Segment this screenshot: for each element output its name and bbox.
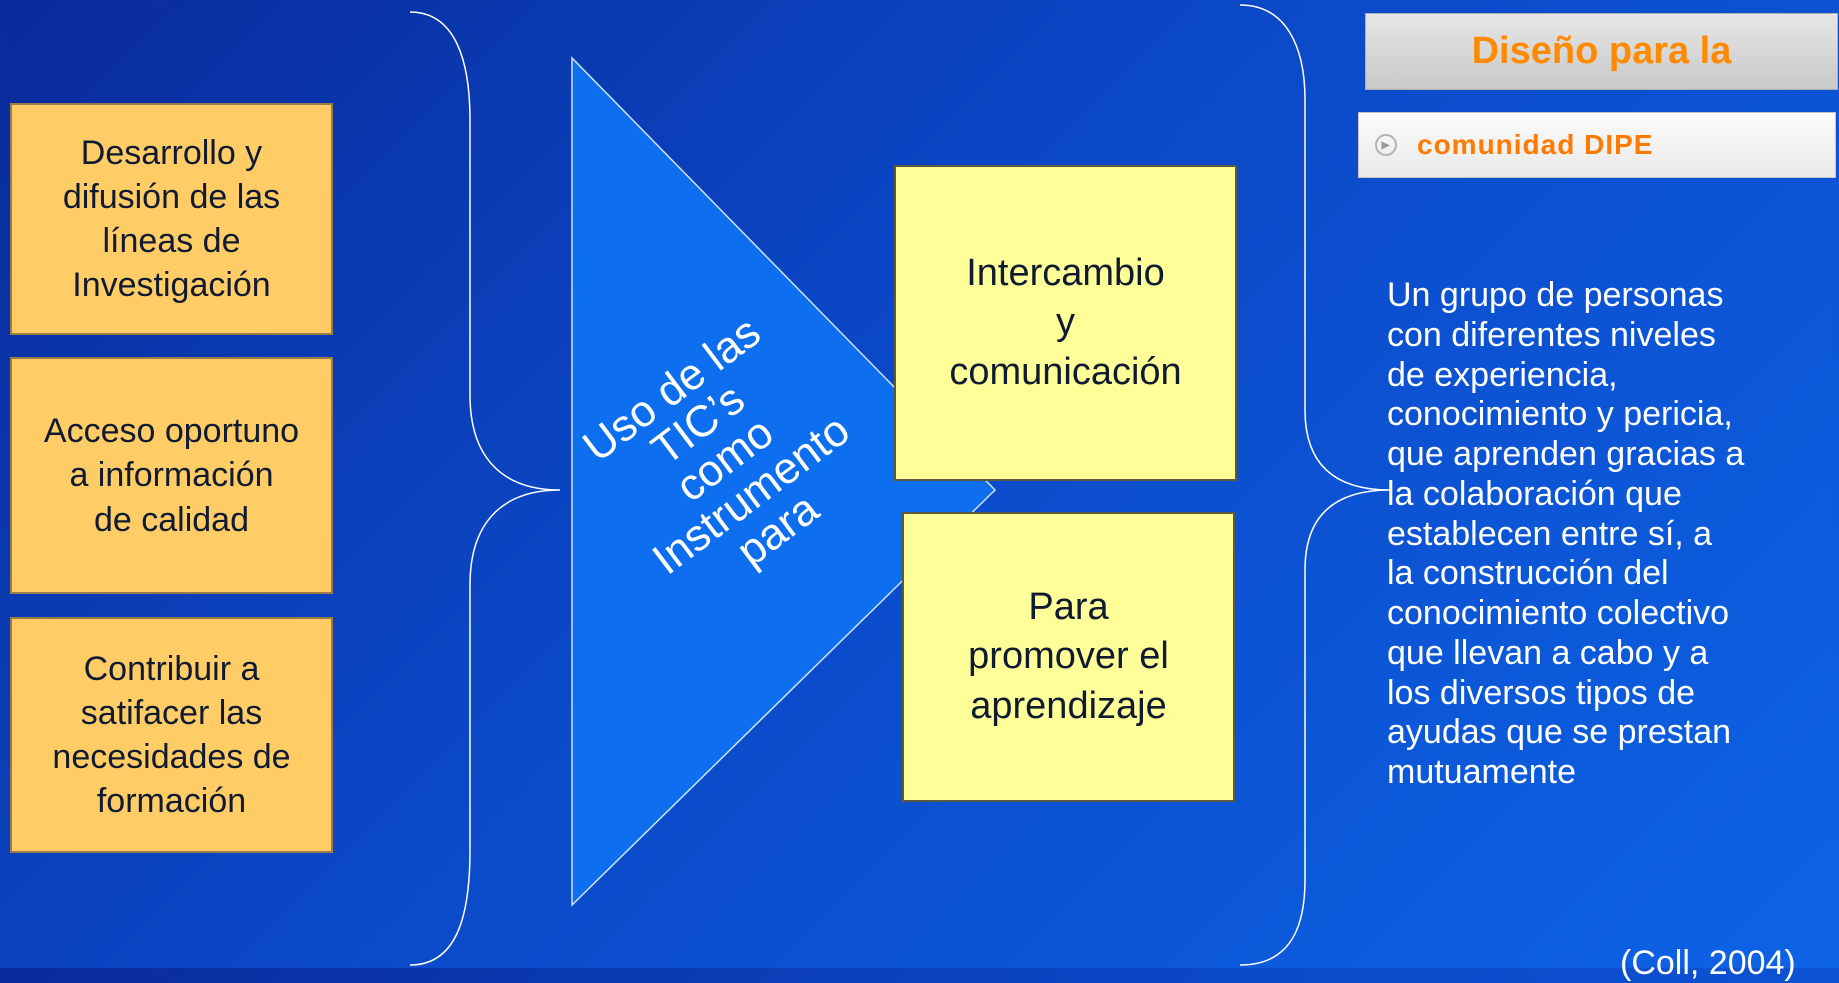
- left-box-training: Contribuir a satifacer las necesidades d…: [10, 617, 333, 853]
- design-header: Diseño para la: [1365, 13, 1838, 90]
- community-link-label: comunidad DIPE: [1417, 129, 1654, 160]
- left-box-research: Desarrollo y difusión de las líneas de I…: [10, 103, 333, 335]
- community-link-bar[interactable]: ▶ comunidad DIPE: [1358, 112, 1836, 178]
- left-box-access: Acceso oportuno a información de calidad: [10, 357, 333, 594]
- citation: (Coll, 2004): [1620, 944, 1796, 982]
- triangle-label: Uso de las TIC’s como Instrumento para: [573, 307, 859, 585]
- community-definition: Un grupo de personas con diferentes nive…: [1387, 276, 1745, 792]
- middle-box-exchange: Intercambio y comunicación: [894, 165, 1237, 481]
- arrow-circle-icon: ▶: [1375, 134, 1397, 156]
- middle-box-learning: Para promover el aprendizaje: [902, 512, 1235, 802]
